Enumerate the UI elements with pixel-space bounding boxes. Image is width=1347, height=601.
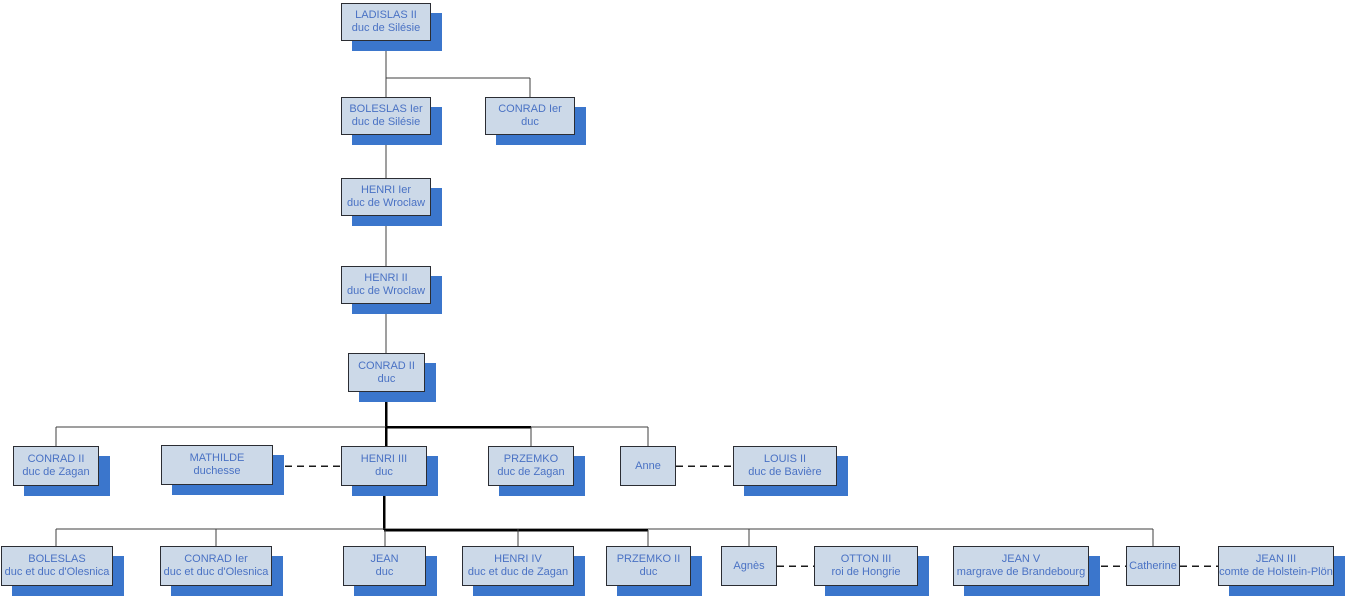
person-title: duc de Wroclaw <box>346 197 426 209</box>
person-title: duc <box>377 372 396 385</box>
person-title: duc et duc d'Olesnica <box>4 566 110 578</box>
person-title: duc de Zagan <box>497 466 565 478</box>
person-title: duc de Silésie <box>351 22 421 34</box>
person-title: duc de Zagan <box>22 466 90 478</box>
person-title: duc et duc d'Olesnica <box>163 566 269 578</box>
person-node-catherine[interactable]: Catherine <box>1126 546 1180 586</box>
person-name: JEAN <box>370 553 399 565</box>
person-name: LADISLAS II <box>355 9 417 21</box>
person-name: JEAN V <box>1001 553 1041 565</box>
person-title: roi de Hongrie <box>831 566 901 578</box>
person-title: duc <box>375 566 394 578</box>
person-name: MATHILDE <box>189 452 245 464</box>
person-name: Catherine <box>1129 559 1177 572</box>
person-name: LOUIS II <box>763 453 807 465</box>
person-title: duc de Silésie <box>351 116 421 128</box>
person-name: Agnès <box>733 559 765 572</box>
person-title: duc et duc de Zagan <box>467 566 569 578</box>
person-node-agnes[interactable]: Agnès <box>721 546 777 586</box>
person-name: BOLESLAS <box>28 553 86 565</box>
person-name: HENRI IV <box>494 553 542 565</box>
person-name: CONRAD II <box>27 453 85 465</box>
person-name: OTTON III <box>840 553 892 565</box>
person-name: CONRAD Ier <box>184 553 248 565</box>
person-name: CONRAD Ier <box>498 103 562 115</box>
person-name: CONRAD II <box>358 359 415 372</box>
person-node-anne[interactable]: Anne <box>620 446 676 486</box>
person-title: duc <box>639 566 658 578</box>
person-name: PRZEMKO II <box>616 553 681 565</box>
person-name: HENRI II <box>364 272 408 284</box>
person-title: comte de Holstein-Plön <box>1219 566 1333 578</box>
person-name: JEAN III <box>1255 553 1297 565</box>
person-name: Anne <box>635 459 661 472</box>
person-title: duc de Bavière <box>748 466 822 478</box>
person-name: BOLESLAS Ier <box>349 103 423 115</box>
person-title: duchesse <box>193 465 241 477</box>
person-title: duc <box>375 466 393 478</box>
person-name: HENRI III <box>360 453 408 465</box>
person-title: duc <box>521 116 539 128</box>
person-title: margrave de Brandebourg <box>956 566 1086 578</box>
person-name: HENRI Ier <box>360 184 412 196</box>
person-title: duc de Wroclaw <box>346 285 426 297</box>
person-name: PRZEMKO <box>503 453 559 465</box>
